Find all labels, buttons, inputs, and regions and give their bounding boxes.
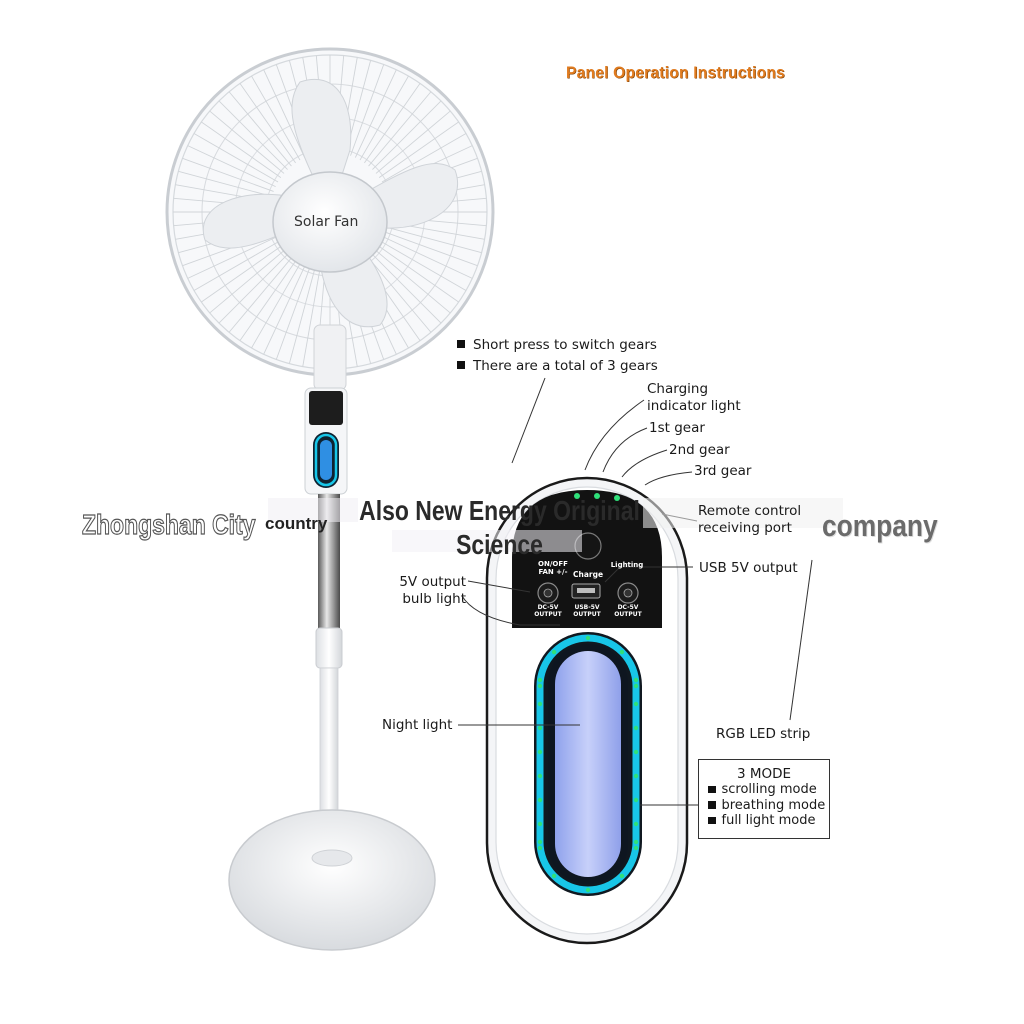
led-dot bbox=[551, 873, 557, 879]
led-dot bbox=[633, 677, 639, 683]
led-dot bbox=[633, 821, 639, 827]
callout-remote-receiver: Remote control receiving port bbox=[698, 503, 802, 536]
led-dot bbox=[537, 683, 543, 689]
led-dot bbox=[537, 725, 543, 731]
callout-night-light: Night light bbox=[382, 717, 453, 733]
bullet-icon bbox=[457, 361, 465, 369]
panel-label-dc-left: DC-5V OUTPUT bbox=[534, 604, 562, 618]
gear2-indicator bbox=[594, 493, 600, 499]
bullet-icon bbox=[708, 816, 716, 824]
led-dot bbox=[537, 773, 543, 779]
fan-neck bbox=[313, 324, 347, 391]
panel-label-dc-right: DC-5V OUTPUT bbox=[614, 604, 642, 618]
panel-label-charge: Charge bbox=[573, 570, 604, 579]
callout-gear1: 1st gear bbox=[649, 420, 705, 436]
mode-box: 3 MODE scrolling mode breathing mode ful… bbox=[698, 759, 830, 839]
callout-rgb-led-strip: RGB LED strip bbox=[716, 726, 811, 742]
gear-note-item: There are a total of 3 gears bbox=[457, 356, 658, 377]
callout-usb-output: USB 5V output bbox=[699, 560, 798, 576]
fan-control-column bbox=[304, 387, 348, 495]
led-dot bbox=[619, 873, 625, 879]
led-dot bbox=[633, 683, 639, 689]
callout-gear3: 3rd gear bbox=[694, 463, 752, 479]
led-dot bbox=[633, 701, 639, 707]
page-title: Panel Operation Instructions bbox=[566, 63, 785, 82]
mode-box-title: 3 MODE bbox=[736, 766, 792, 782]
callout-bulb-output: 5V output bulb light bbox=[399, 574, 466, 607]
callout-charging-indicator: Charging indicator light bbox=[647, 381, 741, 414]
led-dot bbox=[585, 635, 591, 641]
led-dot bbox=[633, 845, 639, 851]
night-light-panel bbox=[555, 651, 621, 877]
watermark-country: country bbox=[265, 514, 328, 533]
gear1-indicator bbox=[574, 493, 580, 499]
mode-item: breathing mode bbox=[699, 798, 829, 814]
rgb-led-dots bbox=[537, 635, 639, 893]
mode-item: scrolling mode bbox=[699, 782, 829, 798]
led-dot bbox=[633, 725, 639, 731]
watermark-middle: Also New Energy Original Science bbox=[359, 495, 640, 560]
led-dot bbox=[633, 797, 639, 803]
fan-pole-upper bbox=[318, 494, 340, 634]
led-dot bbox=[537, 845, 543, 851]
led-dot bbox=[633, 839, 639, 845]
led-dot bbox=[633, 749, 639, 755]
fan-hub bbox=[272, 171, 388, 273]
watermark-left: Zhongshan City bbox=[82, 508, 256, 540]
led-dot bbox=[585, 887, 591, 893]
led-dot bbox=[633, 773, 639, 779]
gear3-indicator bbox=[614, 495, 620, 501]
mode-item: full light mode bbox=[699, 813, 829, 829]
blur-patches bbox=[268, 498, 843, 552]
bullet-icon bbox=[708, 801, 716, 809]
bullet-icon bbox=[708, 785, 716, 793]
led-dot bbox=[537, 821, 543, 827]
led-dot bbox=[551, 649, 557, 655]
led-dot bbox=[537, 749, 543, 755]
watermark-right: company bbox=[822, 508, 938, 543]
panel-label-onoff: ON/OFF FAN +/- bbox=[538, 560, 568, 576]
led-dot bbox=[619, 649, 625, 655]
fan-brand-label: Solar Fan bbox=[294, 214, 359, 230]
led-dot bbox=[537, 677, 543, 683]
led-dot bbox=[537, 701, 543, 707]
callout-gear2: 2nd gear bbox=[669, 442, 730, 458]
panel-label-lighting: Lighting bbox=[610, 561, 644, 569]
pole-clamp bbox=[315, 627, 343, 669]
led-dot bbox=[537, 839, 543, 845]
bullet-icon bbox=[457, 340, 465, 348]
gear-note-item: Short press to switch gears bbox=[457, 335, 658, 356]
gear-notes: Short press to switch gears There are a … bbox=[457, 335, 658, 377]
fan-base bbox=[228, 809, 436, 951]
panel-label-usb: USB-5V OUTPUT bbox=[573, 604, 601, 618]
led-dot bbox=[537, 797, 543, 803]
